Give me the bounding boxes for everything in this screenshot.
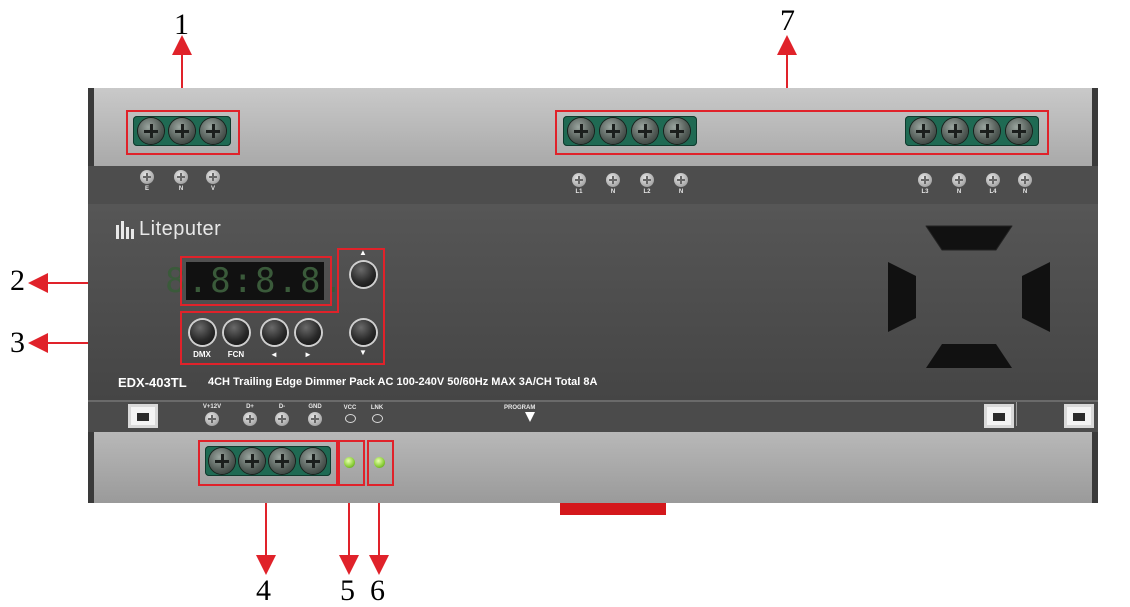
brand-name: Liteputer — [139, 218, 222, 240]
liteputer-logo-icon — [116, 220, 134, 239]
lnk-led — [374, 457, 385, 468]
dmx-button[interactable] — [190, 320, 215, 345]
down-arrow-icon — [525, 412, 535, 422]
screw-icon — [572, 173, 586, 187]
up-arrow-icon: ▲ — [359, 248, 367, 257]
dmx-input-terminal-block — [205, 446, 331, 476]
led-label-vcc: VCC — [343, 405, 357, 411]
din-rail-latch — [560, 503, 666, 515]
input-label-v12: V+12V — [202, 404, 222, 410]
screw-icon — [606, 173, 620, 187]
terminal-label-n: N — [610, 189, 616, 195]
rj45-port[interactable] — [984, 404, 1014, 428]
screw-icon — [974, 118, 1000, 144]
product-description: 4CH Trailing Edge Dimmer Pack AC 100-240… — [208, 376, 598, 388]
screw-icon — [568, 118, 594, 144]
screw-icon — [986, 173, 1000, 187]
vcc-led — [344, 457, 355, 468]
callout-3: 3 — [10, 326, 25, 359]
led-label-lnk: LNK — [370, 405, 384, 411]
screw-icon — [674, 173, 688, 187]
screw-icon — [243, 412, 257, 426]
rj45-port[interactable] — [1064, 404, 1094, 428]
down-arrow-icon: ▼ — [359, 348, 367, 357]
terminal-label-l1: L1 — [575, 189, 583, 195]
terminal-label-n: N — [956, 189, 962, 195]
screw-icon — [910, 118, 936, 144]
callout-6: 6 — [370, 574, 385, 607]
up-button[interactable] — [351, 262, 376, 287]
model-number: EDX-403TL — [118, 375, 187, 390]
terminal-label-v: V — [210, 186, 215, 192]
callout-box-2 — [180, 256, 332, 306]
input-label-gnd: GND — [308, 404, 322, 410]
led-display: 8.8:8.8. — [165, 261, 343, 301]
screw-icon — [664, 118, 690, 144]
dmx-label: DMX — [193, 350, 211, 359]
screw-icon — [169, 118, 195, 144]
terminal-label-e: E — [144, 186, 149, 192]
power-terminal-block — [133, 116, 231, 146]
screw-icon — [140, 170, 154, 184]
screw-icon — [952, 173, 966, 187]
callout-box-3 — [180, 248, 385, 365]
screw-icon — [632, 118, 658, 144]
callout-box-5 — [338, 440, 365, 486]
right-button[interactable] — [296, 320, 321, 345]
port-info-text — [1016, 402, 1055, 426]
screw-icon — [138, 118, 164, 144]
terminal-label-n: N — [678, 189, 684, 195]
led-window-lnk — [372, 414, 383, 423]
screw-icon — [209, 448, 235, 474]
callout-box-1 — [126, 110, 240, 155]
fcn-label: FCN — [227, 350, 245, 359]
program-label: PROGRAM — [504, 405, 536, 411]
brand-logo: Liteputer — [116, 218, 221, 241]
screw-icon — [942, 118, 968, 144]
screw-icon — [1006, 118, 1032, 144]
screw-icon — [275, 412, 289, 426]
screw-icon — [269, 448, 295, 474]
callout-4: 4 — [256, 574, 271, 607]
terminal-label-l3: L3 — [921, 189, 929, 195]
fcn-button[interactable] — [224, 320, 249, 345]
ventilation-grille-icon — [888, 225, 1050, 368]
input-label-d-minus: D- — [278, 404, 286, 410]
screw-icon — [918, 173, 932, 187]
led-window-vcc — [345, 414, 356, 423]
terminal-label-l4: L4 — [989, 189, 997, 195]
screw-icon — [239, 448, 265, 474]
top-label-strip — [88, 166, 1098, 204]
screw-icon — [1018, 173, 1032, 187]
output-terminal-block-a — [563, 116, 697, 146]
right-arrow-icon: ► — [304, 350, 312, 359]
terminal-label-n: N — [178, 186, 184, 192]
down-button[interactable] — [351, 320, 376, 345]
screw-icon — [308, 412, 322, 426]
callout-box-7 — [555, 110, 1049, 155]
terminal-label-l2: L2 — [643, 189, 651, 195]
screw-icon — [206, 170, 220, 184]
rj45-port[interactable] — [128, 404, 158, 428]
screw-icon — [640, 173, 654, 187]
screw-icon — [200, 118, 226, 144]
display-digits: 8.8:8.8. — [165, 261, 345, 301]
callout-box-6 — [367, 440, 394, 486]
callout-2: 2 — [10, 264, 25, 297]
callout-7: 7 — [780, 4, 795, 37]
output-terminal-block-b — [905, 116, 1039, 146]
left-button[interactable] — [262, 320, 287, 345]
callout-5: 5 — [340, 574, 355, 607]
terminal-label-n: N — [1022, 189, 1028, 195]
screw-icon — [600, 118, 626, 144]
left-arrow-icon: ◄ — [270, 350, 278, 359]
input-label-d-plus: D+ — [246, 404, 254, 410]
screw-icon — [174, 170, 188, 184]
screw-icon — [205, 412, 219, 426]
callout-1: 1 — [174, 8, 189, 41]
screw-icon — [300, 448, 326, 474]
callout-box-4 — [198, 440, 338, 486]
